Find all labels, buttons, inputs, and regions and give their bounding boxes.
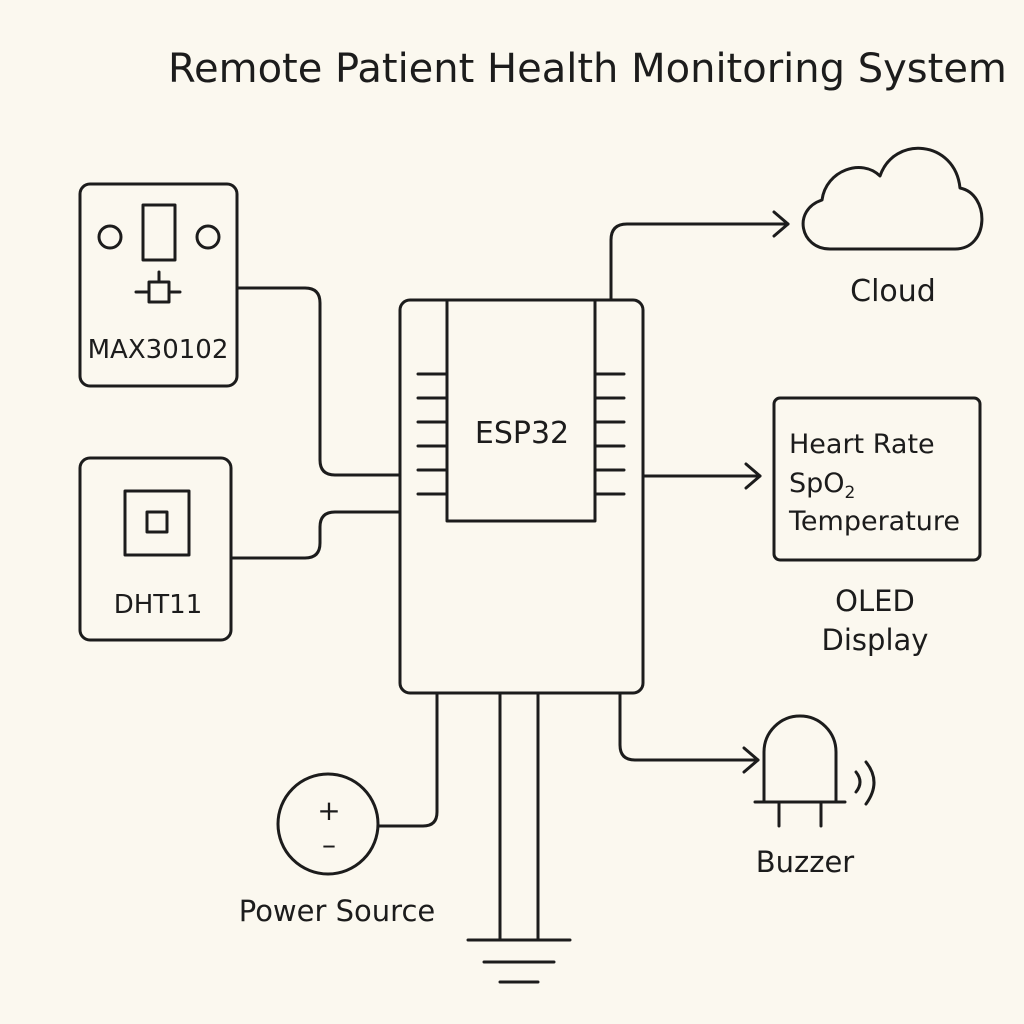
power-plus-symbol: + bbox=[317, 794, 340, 827]
sensor-window-icon bbox=[141, 203, 177, 262]
wire-esp32-cloud bbox=[609, 222, 790, 302]
dht11-sensor-outer-icon bbox=[123, 489, 191, 557]
cloud-icon bbox=[801, 146, 984, 251]
power-source-icon bbox=[276, 772, 380, 876]
buzzer-legs-icon bbox=[753, 800, 847, 828]
crystal-icon bbox=[134, 270, 182, 304]
mount-hole-right-icon bbox=[195, 224, 221, 250]
dht11-sensor-inner-icon bbox=[145, 510, 169, 534]
oled-display: Heart Rate SpO2 Temperature OLED Display bbox=[772, 396, 982, 657]
sound-wave-inner-icon bbox=[854, 770, 862, 794]
display-line-temperature: Temperature bbox=[788, 506, 960, 537]
wire-max30102-esp32 bbox=[235, 286, 402, 477]
esp32-pins-left-icon bbox=[416, 372, 449, 496]
dht11-label: DHT11 bbox=[114, 590, 203, 620]
arrow-head-display bbox=[744, 462, 762, 490]
display-line-spo2: SpO2 bbox=[789, 468, 855, 503]
oled-screen bbox=[772, 396, 982, 562]
sound-wave-outer-icon bbox=[864, 760, 876, 806]
mount-hole-left-icon bbox=[97, 224, 123, 250]
buzzer-label: Buzzer bbox=[756, 845, 855, 879]
max30102-module: MAX30102 bbox=[78, 182, 239, 388]
power-source-node: + – Power Source bbox=[239, 772, 436, 928]
power-source-label: Power Source bbox=[239, 894, 436, 928]
power-minus-symbol: – bbox=[322, 828, 336, 861]
arrow-head-buzzer bbox=[742, 746, 760, 774]
esp32-board: ESP32 bbox=[398, 298, 645, 695]
display-label: Display bbox=[822, 623, 929, 657]
oled-label: OLED bbox=[835, 584, 915, 618]
cloud-node: Cloud bbox=[801, 146, 984, 309]
spo2-subscript: 2 bbox=[845, 483, 856, 503]
buzzer-icon bbox=[762, 714, 838, 804]
esp32-outline bbox=[398, 298, 645, 695]
diagram-title: Remote Patient Health Monitoring System bbox=[168, 46, 1007, 92]
dht11-board bbox=[78, 456, 233, 642]
dht11-module: DHT11 bbox=[78, 456, 233, 642]
esp32-chip bbox=[445, 298, 597, 523]
wires bbox=[229, 210, 790, 942]
buzzer-node: Buzzer bbox=[753, 714, 876, 879]
max30102-label: MAX30102 bbox=[88, 335, 229, 365]
display-line-heart-rate: Heart Rate bbox=[789, 429, 935, 460]
cloud-label: Cloud bbox=[850, 274, 936, 309]
esp32-pins-right-icon bbox=[593, 372, 626, 496]
ground-bus bbox=[498, 691, 540, 942]
spo2-text: SpO bbox=[789, 468, 845, 499]
wire-dht11-esp32 bbox=[229, 510, 402, 560]
esp32-label: ESP32 bbox=[475, 416, 569, 451]
ground-icon bbox=[466, 938, 572, 984]
wire-esp32-buzzer bbox=[618, 691, 760, 762]
wire-power-esp32 bbox=[376, 691, 439, 828]
arrow-head-cloud bbox=[772, 210, 790, 238]
